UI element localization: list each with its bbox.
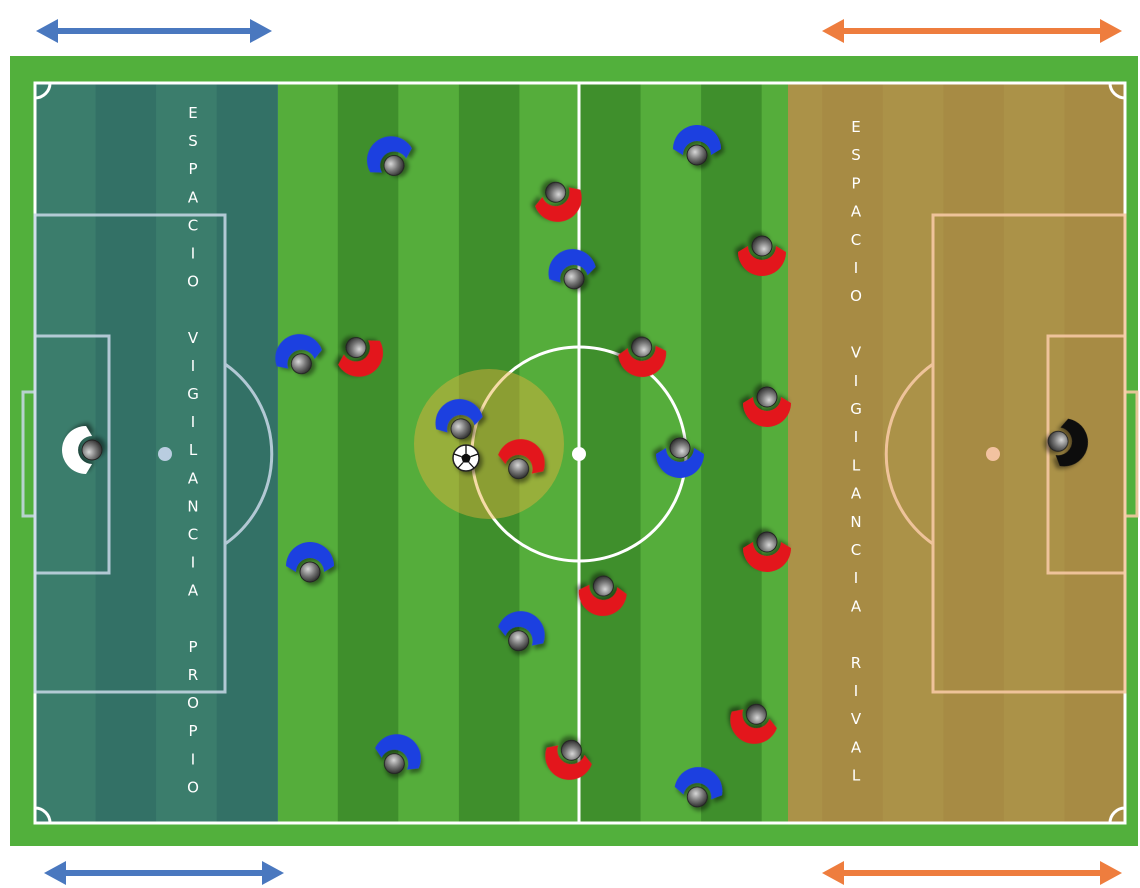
zone-label-letter: R	[851, 654, 861, 672]
zone-label-letter: I	[854, 259, 858, 277]
zone-label-letter: O	[187, 694, 199, 712]
left-penalty-spot	[158, 447, 172, 461]
player-head	[752, 236, 772, 256]
zone-label-letter: C	[188, 216, 198, 234]
own-zone-arrow-bottom	[44, 861, 284, 885]
zone-label-letter: O	[187, 778, 199, 796]
zone-label-letter: E	[188, 104, 197, 122]
pitch-stripe	[277, 83, 338, 823]
zone-label-letter: G	[850, 400, 862, 418]
rival-zone-arrow-bottom	[822, 861, 1122, 885]
zone-label-letter: A	[188, 582, 199, 600]
zone-label-letter: P	[188, 722, 197, 740]
double-arrow-icon	[36, 19, 58, 43]
double-arrow-icon	[822, 19, 844, 43]
pitch-stripe	[338, 83, 399, 823]
zone-label-letter: G	[187, 385, 199, 403]
double-arrow-icon	[44, 861, 66, 885]
player-head	[757, 387, 777, 407]
zone-label-letter: O	[850, 287, 862, 305]
zone-label-letter: L	[852, 767, 861, 785]
zone-label-letter: A	[188, 469, 199, 487]
zone-label-letter: I	[191, 413, 195, 431]
zone-label-letter: O	[187, 273, 199, 291]
player-head	[687, 145, 707, 165]
zone-label-letter: I	[191, 554, 195, 572]
zone-label-letter: A	[851, 597, 862, 615]
zone-label-letter: I	[191, 245, 195, 263]
ball-pressure-zone	[414, 369, 564, 519]
zone-label-letter: A	[851, 485, 862, 503]
center-spot	[572, 447, 586, 461]
zone-label-letter: V	[851, 710, 862, 728]
player-head	[757, 532, 777, 552]
player-head	[82, 440, 102, 460]
player-head	[300, 562, 320, 582]
zone-label-letter: N	[187, 497, 198, 515]
zone-label-letter: L	[189, 441, 198, 459]
right-penalty-spot	[986, 447, 1000, 461]
zone-label-letter: I	[191, 750, 195, 768]
zone-label-letter: I	[854, 428, 858, 446]
zone-label-letter: P	[188, 160, 197, 178]
zone-label-letter: P	[851, 174, 860, 192]
soccer-ball-icon	[453, 445, 479, 471]
zone-label-letter: C	[851, 231, 861, 249]
player-head	[670, 438, 690, 458]
zone-label-letter: L	[852, 456, 861, 474]
zone-label-letter: S	[851, 146, 861, 164]
pitch-stripe	[580, 83, 641, 823]
zone-label-letter: A	[851, 203, 862, 221]
zone-label-letter: A	[851, 738, 862, 756]
zone-label-letter: C	[851, 541, 861, 559]
zone-label-letter: I	[854, 569, 858, 587]
zone-label-letter: V	[188, 329, 199, 347]
zone-label-letter: V	[851, 344, 862, 362]
zone-label-letter: E	[851, 118, 860, 136]
zone-label-letter: S	[188, 132, 198, 150]
own-zone-arrow-top	[36, 19, 272, 43]
zone-label-letter: R	[188, 666, 198, 684]
zone-label-letter: A	[188, 188, 199, 206]
zone-label-letter: I	[854, 682, 858, 700]
zone-label-letter: I	[854, 372, 858, 390]
double-arrow-icon	[822, 861, 844, 885]
zone-label-letter: C	[188, 526, 198, 544]
zone-label-letter: I	[191, 357, 195, 375]
zone-label-letter: P	[188, 638, 197, 656]
rival-zone-arrow-top	[822, 19, 1122, 43]
zone-label-letter: N	[850, 513, 861, 531]
